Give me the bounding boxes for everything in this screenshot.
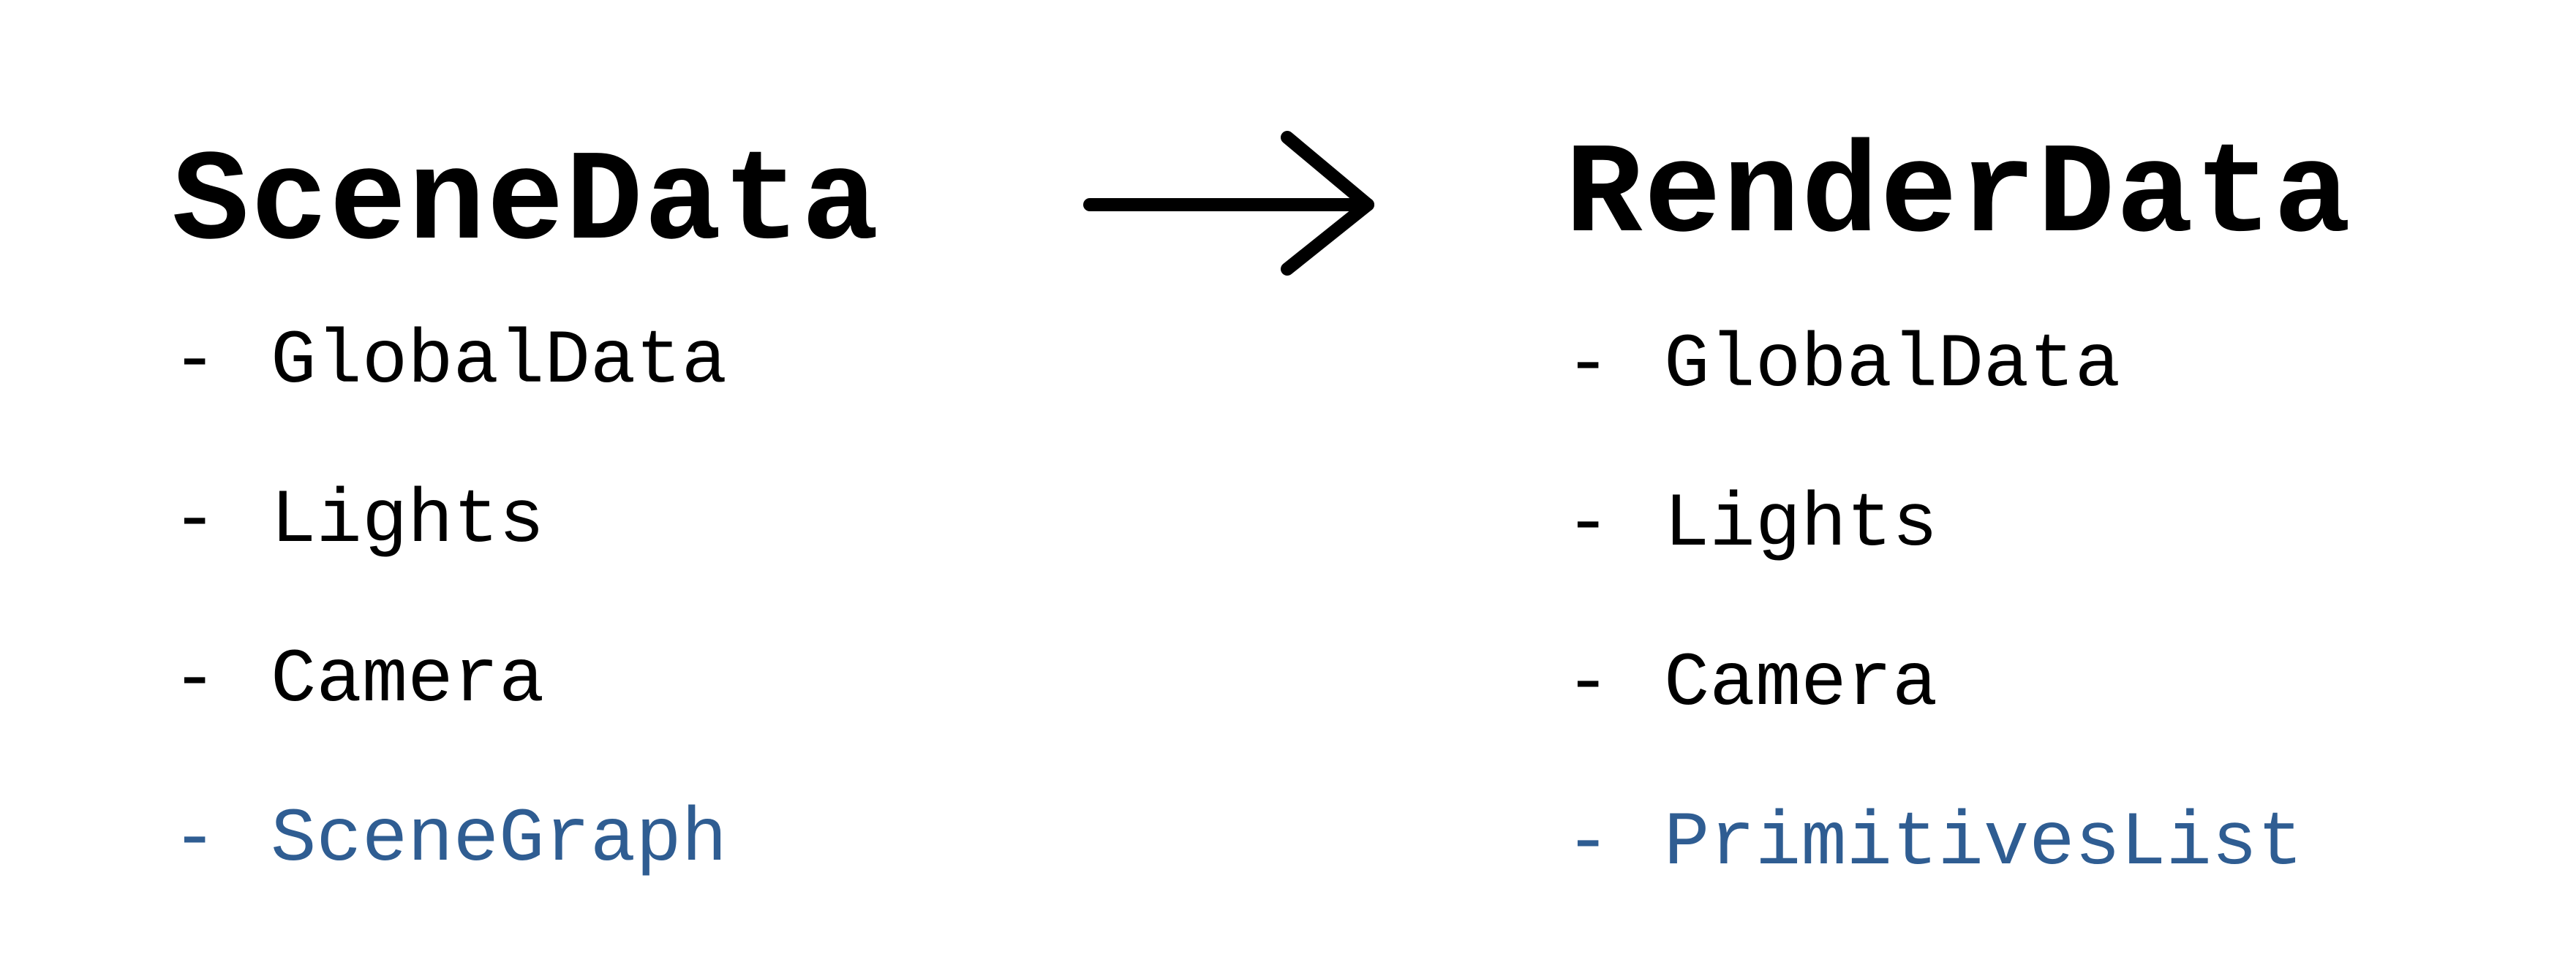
list-item-lights: -Lights — [172, 442, 881, 601]
bullet-dash: - — [172, 319, 218, 405]
bullet-dash: - — [172, 478, 218, 564]
right-arrow-icon — [1083, 131, 1374, 276]
bullet-dash: - — [1565, 322, 1611, 409]
render-data-list: -GlobalData -Lights -Camera -PrimitivesL… — [1565, 286, 2352, 923]
list-item-scene-graph: -SceneGraph — [172, 760, 881, 920]
list-item-label: GlobalData — [1664, 322, 2121, 409]
bullet-dash: - — [1565, 641, 1611, 727]
list-item-label: Camera — [1664, 641, 1938, 727]
render-data-title: RenderData — [1565, 123, 2353, 269]
scene-data-title: SceneData — [172, 130, 881, 276]
list-item-primitives-list: -PrimitivesList — [1565, 764, 2352, 923]
list-item-label: PrimitivesList — [1664, 800, 2303, 887]
list-item-label: SceneGraph — [271, 797, 728, 883]
bullet-dash: - — [1565, 482, 1611, 568]
bullet-dash: - — [172, 797, 218, 883]
list-item-lights: -Lights — [1565, 445, 2352, 605]
list-item-global-data: -GlobalData — [1565, 286, 2352, 445]
bullet-dash: - — [172, 637, 218, 724]
list-item-label: Lights — [1664, 482, 1938, 568]
list-item-camera: -Camera — [1565, 605, 2352, 764]
render-data-panel: RenderData -GlobalData -Lights -Camera -… — [1565, 132, 2352, 923]
scene-data-list: -GlobalData -Lights -Camera -SceneGraph — [172, 282, 881, 920]
scene-data-panel: SceneData -GlobalData -Lights -Camera -S… — [172, 139, 881, 920]
list-item-global-data: -GlobalData — [172, 282, 881, 442]
list-item-label: GlobalData — [271, 319, 728, 405]
arrow-head — [1281, 131, 1374, 276]
list-item-camera: -Camera — [172, 601, 881, 760]
list-item-label: Camera — [271, 637, 545, 724]
bullet-dash: - — [1565, 800, 1611, 887]
list-item-label: Lights — [271, 478, 545, 564]
